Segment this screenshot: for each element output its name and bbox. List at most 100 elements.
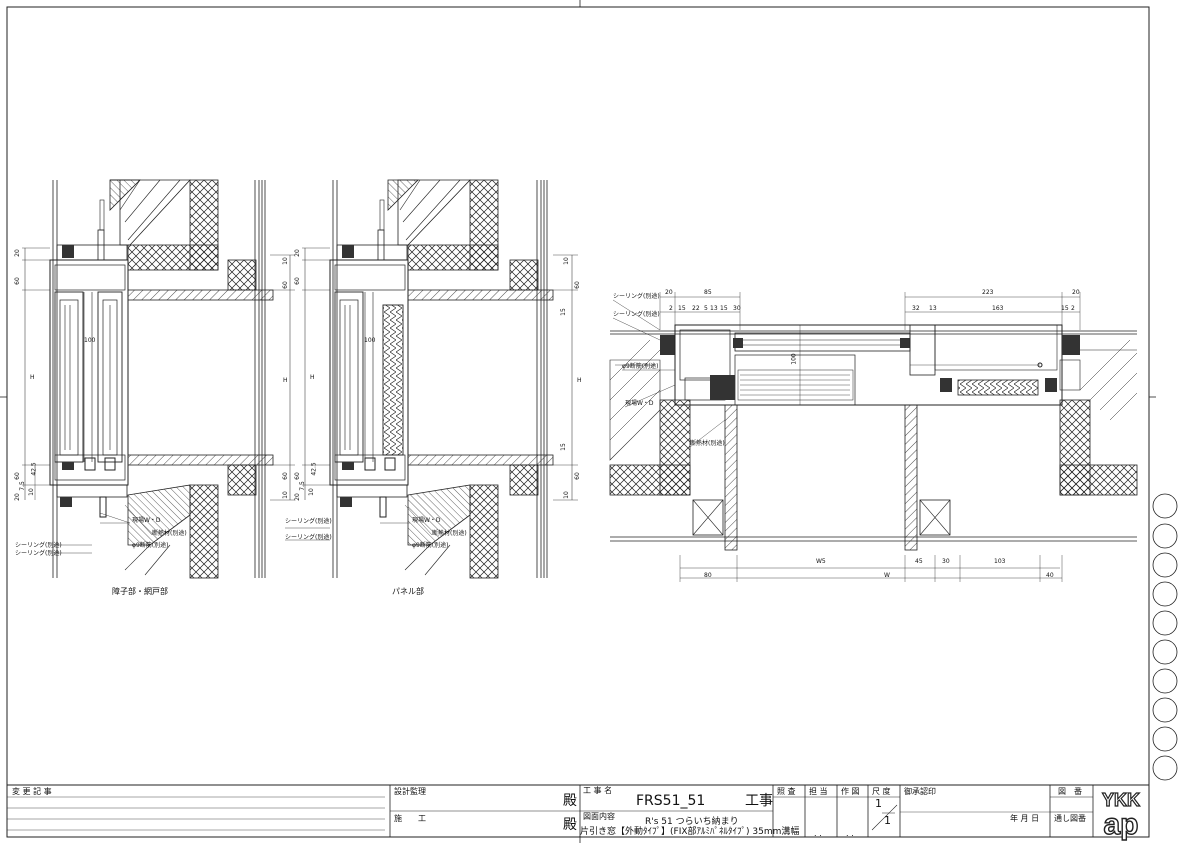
label-plan-insulation: 断熱材(別途) — [690, 440, 725, 447]
dim-left-rh: H — [283, 377, 288, 384]
dim-plan-b2: 2 — [1071, 305, 1075, 312]
revision-label: 変 更 記 事 — [12, 787, 52, 796]
dim-plan-ww: W — [884, 572, 890, 579]
dim-plan-a30: 30 — [733, 305, 741, 312]
label-insulation-mid: 断熱材(別途) — [432, 530, 467, 537]
date-label: 年 月 日 — [1010, 814, 1040, 823]
dim-mid-r60: 60 — [573, 281, 581, 289]
dim-mid-h: H — [310, 374, 315, 381]
serial-no-label: 通し図番 — [1054, 814, 1086, 823]
label-opening-wd-mid: 現場W・D — [412, 517, 441, 524]
charge-label: 担 当 — [809, 787, 828, 796]
drawn-label: 作 図 — [841, 787, 860, 796]
label-sealing-1: シーリング(別途) — [15, 542, 62, 549]
dim-plan-a5: 5 — [704, 305, 708, 312]
project-suffix: 工事 — [745, 793, 773, 809]
dim-mid-100: 100 — [364, 337, 376, 344]
drawing-content-1: R's 51 つらいち納まり — [645, 817, 739, 827]
dim-left-r10b: 10 — [281, 491, 289, 499]
drawing-no-label: 図 番 — [1058, 787, 1082, 796]
dim-mid-r10b: 10 — [562, 491, 570, 499]
dim-plan-a13: 13 — [710, 305, 718, 312]
dim-left-h: H — [30, 374, 35, 381]
project-name-label: 工 事 名 — [583, 786, 613, 795]
dim-mid-10: 10 — [307, 488, 315, 496]
dim-left-r10: 10 — [281, 257, 289, 265]
dim-mid-60b: 60 — [293, 472, 301, 480]
approval-label: 御承認印 — [904, 787, 936, 796]
title-block-frame — [6, 784, 1150, 838]
dim-mid-r10: 10 — [562, 257, 570, 265]
dim-mid-20b: 20 — [293, 493, 301, 501]
dim-left-20b: 20 — [13, 493, 21, 501]
middle-section-drawing — [285, 179, 578, 579]
check-label: 照 査 — [777, 787, 796, 796]
dim-plan-a2: 2 — [669, 305, 673, 312]
dim-plan-w103: 103 — [994, 558, 1006, 565]
label-sealing-2: シーリング(別途) — [15, 550, 62, 557]
ykk-ap-logo: YKK ap — [1095, 787, 1147, 842]
dim-left-60b: 60 — [13, 472, 21, 480]
dim-plan-w30: 30 — [942, 558, 950, 565]
drawing-content-2: 片引き窓【外動ﾀｲﾌﾟ】(FIX部ｱﾙﾐﾊﾟﾈﾙﾀｲﾌﾟ) 35mm溝幅 — [580, 827, 800, 837]
dim-plan-w40: 40 — [1046, 572, 1054, 579]
label-d9-mid: φ9断筋(別途) — [412, 542, 449, 549]
project-name: FRS51_51 — [636, 793, 706, 809]
dim-plan-a22: 22 — [692, 305, 700, 312]
drawing-content-label: 図面内容 — [583, 812, 615, 821]
svg-text:ap: ap — [1103, 808, 1138, 841]
circle-stack — [1152, 493, 1178, 781]
dim-plan-t20r: 20 — [1072, 289, 1080, 296]
dim-left-60: 60 — [13, 277, 21, 285]
dim-left-r60: 60 — [281, 281, 289, 289]
dim-plan-a15: 15 — [678, 305, 686, 312]
honorific-2: 殿 — [563, 817, 577, 833]
dim-left-20: 20 — [13, 249, 21, 257]
label-plan-opening-wd: 現場W・D — [625, 400, 654, 407]
dim-mid-20: 20 — [293, 249, 301, 257]
dim-left-425: 42.5 — [30, 462, 38, 476]
plan-view-drawing — [609, 292, 1138, 582]
dim-plan-b15: 15 — [1061, 305, 1069, 312]
design-supervision-label: 設計監理 — [394, 787, 426, 796]
label-plan-d9: φ9断筋(別途) — [622, 363, 659, 370]
dim-plan-b163: 163 — [992, 305, 1004, 312]
dim-plan-a15b: 15 — [720, 305, 728, 312]
dim-mid-rh: H — [577, 377, 582, 384]
dim-left-10: 10 — [27, 488, 35, 496]
outer-border — [6, 6, 1150, 786]
label-plan-sealing-1: シーリング(別途) — [613, 293, 660, 300]
left-section-caption: 障子部・網戸部 — [112, 587, 168, 596]
dim-plan-w5: W5 — [816, 558, 826, 565]
dim-plan-t20: 20 — [665, 289, 673, 296]
label-sealing-mid-2: シーリング(別途) — [285, 534, 332, 541]
label-opening-wd: 現場W・D — [132, 517, 161, 524]
dim-plan-v100: 100 — [790, 353, 798, 365]
honorific-1: 殿 — [563, 793, 577, 809]
dim-mid-15: 15 — [559, 308, 567, 316]
left-section-drawing — [22, 179, 295, 579]
scale-label: 尺 度 — [872, 787, 891, 796]
label-plan-sealing-2: シーリング(別途) — [613, 311, 660, 318]
dim-plan-t85: 85 — [704, 289, 712, 296]
dim-plan-b32: 32 — [912, 305, 920, 312]
dim-plan-w80: 80 — [704, 572, 712, 579]
svg-text:YKK: YKK — [1102, 790, 1140, 810]
dim-left-75: 7.5 — [18, 481, 26, 491]
dots-2: . . — [846, 829, 854, 838]
construction-label: 施 工 — [394, 814, 426, 823]
middle-section-caption: パネル部 — [392, 587, 424, 596]
label-d9: φ9断筋(別途) — [132, 542, 169, 549]
dim-plan-t223: 223 — [982, 289, 994, 296]
dots-1: . . — [814, 829, 822, 838]
dim-left-r60b: 60 — [281, 472, 289, 480]
dim-plan-w45: 45 — [915, 558, 923, 565]
dim-plan-b13: 13 — [929, 305, 937, 312]
dim-mid-15b: 15 — [559, 443, 567, 451]
dim-mid-60: 60 — [293, 277, 301, 285]
dim-mid-r60b: 60 — [573, 472, 581, 480]
dim-left-100: 100 — [84, 337, 96, 344]
label-sealing-mid-1: シーリング(別途) — [285, 518, 332, 525]
label-insulation: 断熱材(別途) — [152, 530, 187, 537]
